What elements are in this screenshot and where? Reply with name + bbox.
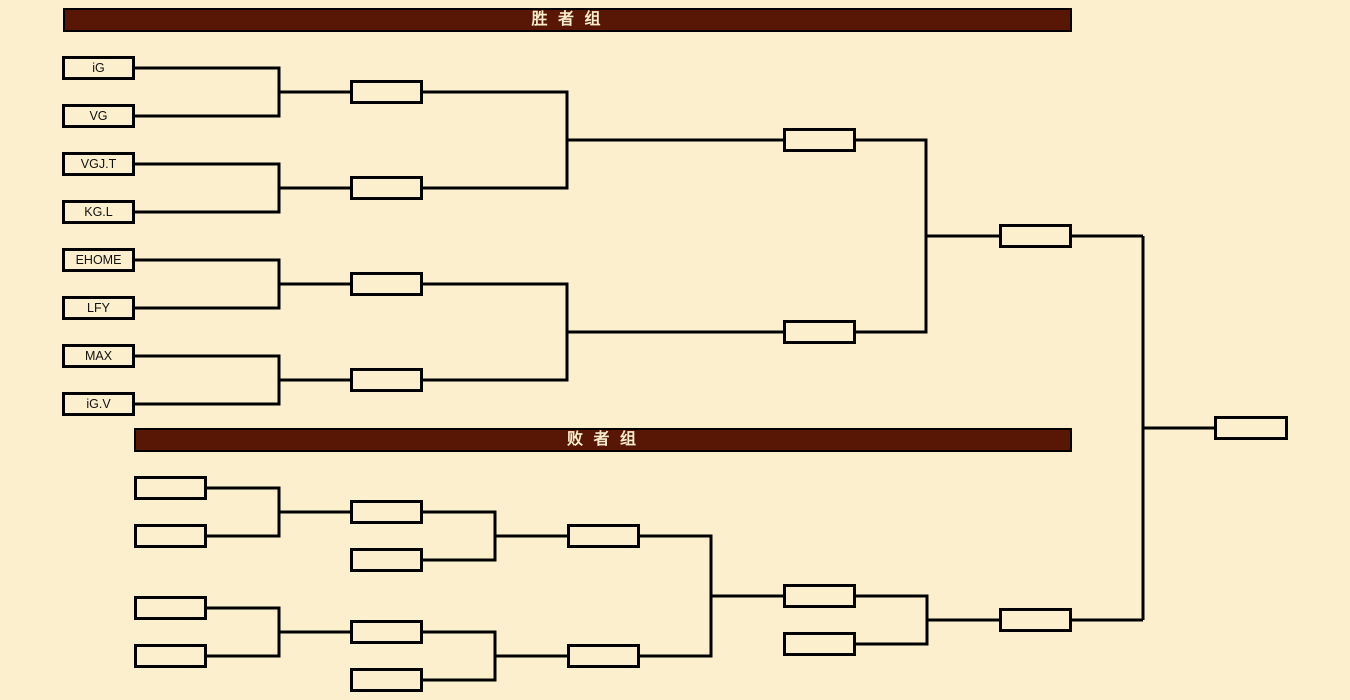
team-box-kgl: KG.L xyxy=(62,200,135,224)
team-box-igv: iG.V xyxy=(62,392,135,416)
losers-r2-box-2 xyxy=(350,548,423,572)
connector-winners-r1-m1 xyxy=(135,66,350,118)
team-box-ig: iG xyxy=(62,56,135,80)
winners-final-box xyxy=(999,224,1072,248)
winners-r2-box-3 xyxy=(350,272,423,296)
winners-r2-box-4 xyxy=(350,368,423,392)
losers-bracket-header: 败 者 组 xyxy=(134,428,1072,452)
team-box-vg: VG xyxy=(62,104,135,128)
connector-losers-r1-m2 xyxy=(207,606,350,658)
losers-r4-box-2 xyxy=(783,632,856,656)
connector-losers-r2-m2 xyxy=(423,630,567,682)
team-box-max: MAX xyxy=(62,344,135,368)
losers-r2-box-3 xyxy=(350,620,423,644)
losers-r1-box-3 xyxy=(134,596,207,620)
winners-r2-box-2 xyxy=(350,176,423,200)
connector-winners-r1-m3 xyxy=(135,258,350,310)
winners-semi-box-1 xyxy=(783,128,856,152)
losers-r4-box-1 xyxy=(783,584,856,608)
winners-r2-box-1 xyxy=(350,80,423,104)
connector-winners-r1-m2 xyxy=(135,162,350,214)
losers-final-box xyxy=(999,608,1072,632)
team-box-ehome: EHOME xyxy=(62,248,135,272)
losers-r1-box-1 xyxy=(134,476,207,500)
team-box-lfy: LFY xyxy=(62,296,135,320)
connector-losers-r4 xyxy=(855,594,999,646)
connector-grand-final xyxy=(1141,236,1214,620)
losers-r2-box-1 xyxy=(350,500,423,524)
winners-semi-box-2 xyxy=(783,320,856,344)
losers-r2-box-4 xyxy=(350,668,423,692)
losers-r1-box-2 xyxy=(134,524,207,548)
connector-winners-r2-m2 xyxy=(423,282,783,382)
connector-winners-semifinal xyxy=(855,138,999,334)
connector-losers-r1-m1 xyxy=(207,486,350,538)
grand-final-box xyxy=(1214,416,1288,440)
winners-bracket-header: 胜 者 组 xyxy=(63,8,1072,32)
connector-losers-r3 xyxy=(639,534,783,658)
team-box-vgjt: VGJ.T xyxy=(62,152,135,176)
losers-r1-box-4 xyxy=(134,644,207,668)
connector-winners-r1-m4 xyxy=(135,354,350,406)
connector-losers-r2-m1 xyxy=(423,510,567,562)
losers-r3-box-1 xyxy=(567,524,640,548)
losers-r3-box-2 xyxy=(567,644,640,668)
connector-winners-r2-m1 xyxy=(423,90,783,190)
